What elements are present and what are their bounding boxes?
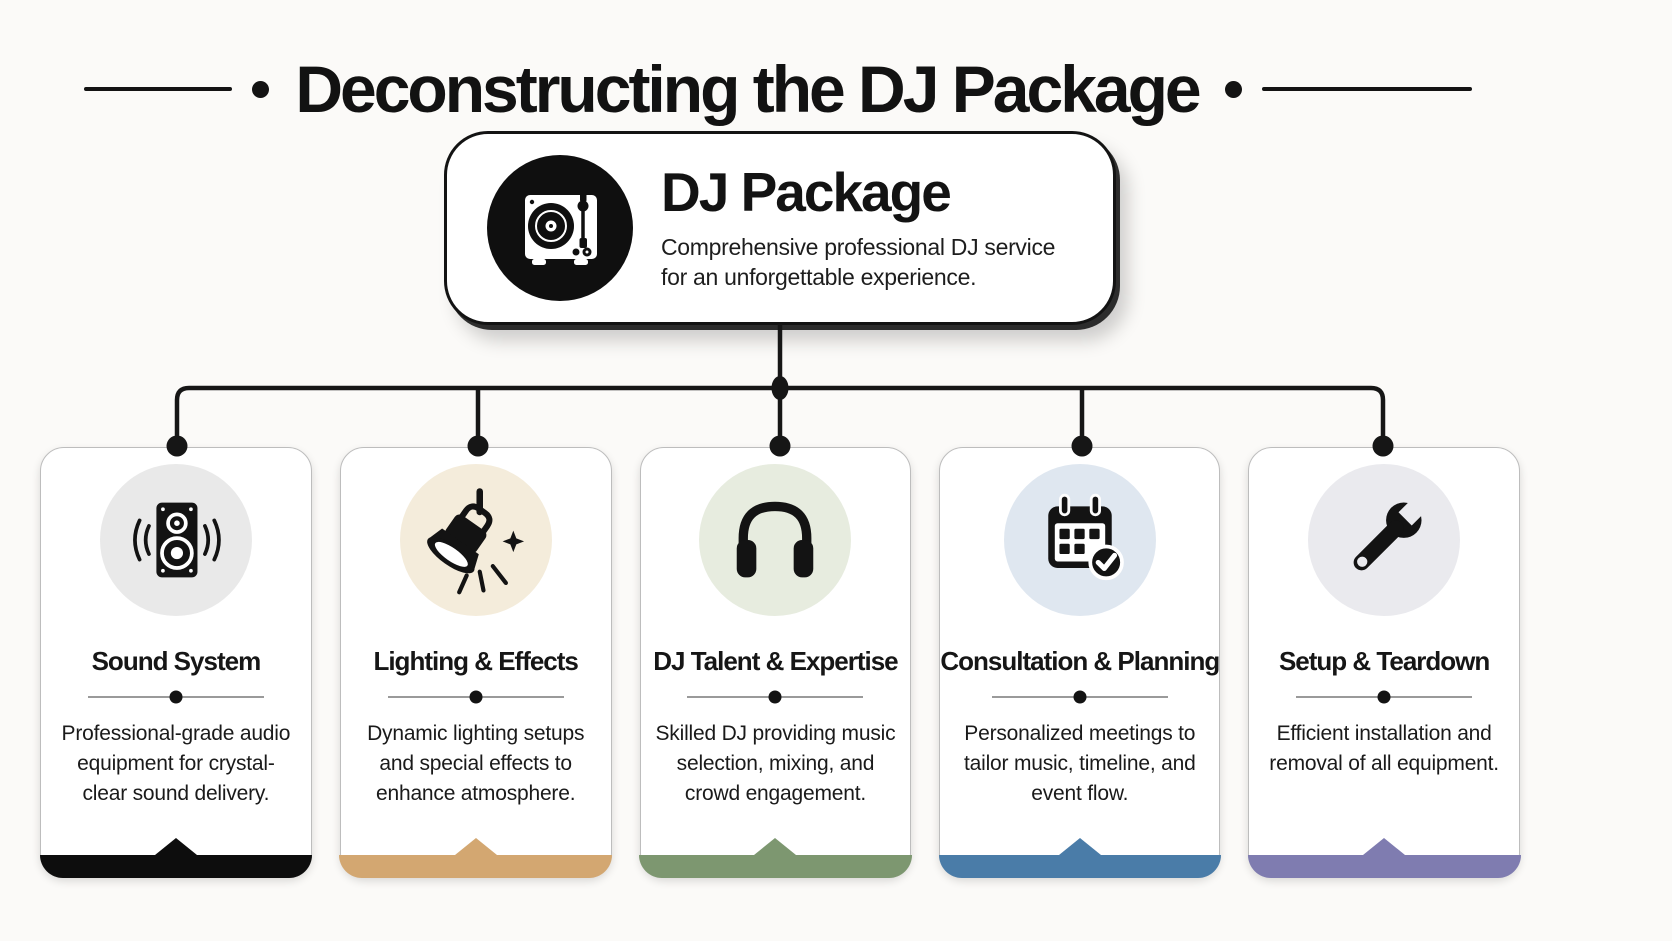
card-setup-teardown: Setup & Teardown Efficient installation …	[1247, 447, 1521, 878]
hero-title: DJ Package	[661, 160, 952, 223]
header-right-line	[1261, 87, 1472, 91]
headphones-icon	[699, 464, 852, 616]
card-accent-notch	[154, 838, 197, 855]
card-accent-notch	[1058, 838, 1101, 855]
header: Deconstructing the DJ Package	[0, 34, 1556, 144]
divider-with-dot	[87, 696, 264, 698]
speaker-icon	[99, 464, 252, 616]
card-title: Lighting & Effects	[373, 646, 578, 676]
turntable-icon	[485, 153, 635, 303]
card-accent-bar	[339, 854, 613, 878]
header-left-line	[84, 87, 233, 91]
divider-with-dot	[991, 696, 1168, 698]
card-sound-system: Sound System Professional-grade audio eq…	[39, 447, 313, 878]
spotlight-icon	[399, 464, 552, 616]
divider-with-dot	[387, 696, 564, 698]
card-lighting-effects: Lighting & Effects Dynamic lighting setu…	[339, 447, 613, 878]
card-title: DJ Talent & Expertise	[653, 646, 898, 676]
card-accent-notch	[454, 838, 497, 855]
calendar-check-icon	[1003, 464, 1156, 616]
card-accent-bar	[1247, 854, 1521, 878]
cards-row: Sound System Professional-grade audio eq…	[39, 447, 1521, 878]
card-description: Dynamic lighting setups and special effe…	[367, 722, 585, 805]
card-description: Efficient installation and removal of al…	[1269, 722, 1499, 775]
card-accent-bar	[938, 854, 1221, 878]
card-accent-notch	[1363, 838, 1406, 855]
card-title: Consultation & Planning	[940, 646, 1220, 676]
dj-package-node: DJ Package Comprehensive professional DJ…	[444, 131, 1116, 325]
divider-with-dot	[1296, 696, 1473, 698]
card-dj-talent: DJ Talent & Expertise Skilled DJ providi…	[639, 447, 912, 878]
card-consultation-planning: Consultation & Planning Personalized mee…	[938, 447, 1221, 878]
hero-text: DJ Package Comprehensive professional DJ…	[661, 160, 1061, 292]
header-right-dot	[1224, 80, 1242, 98]
card-accent-notch	[754, 838, 797, 855]
divider-with-dot	[687, 696, 864, 698]
card-accent-bar	[639, 854, 912, 878]
wrench-icon	[1308, 464, 1461, 616]
card-accent-bar	[39, 854, 313, 878]
card-description: Skilled DJ providing music selection, mi…	[655, 722, 896, 805]
connector-lines	[166, 324, 1394, 457]
header-left-dot	[252, 80, 270, 98]
card-description: Personalized meetings to tailor music, t…	[964, 722, 1196, 805]
card-description: Professional-grade audio equipment for c…	[61, 722, 291, 805]
card-title: Sound System	[91, 646, 262, 676]
hero-description: Comprehensive professional DJ service fo…	[661, 233, 1056, 290]
page-title: Deconstructing the DJ Package	[295, 52, 1201, 126]
card-title: Setup & Teardown	[1278, 646, 1490, 676]
